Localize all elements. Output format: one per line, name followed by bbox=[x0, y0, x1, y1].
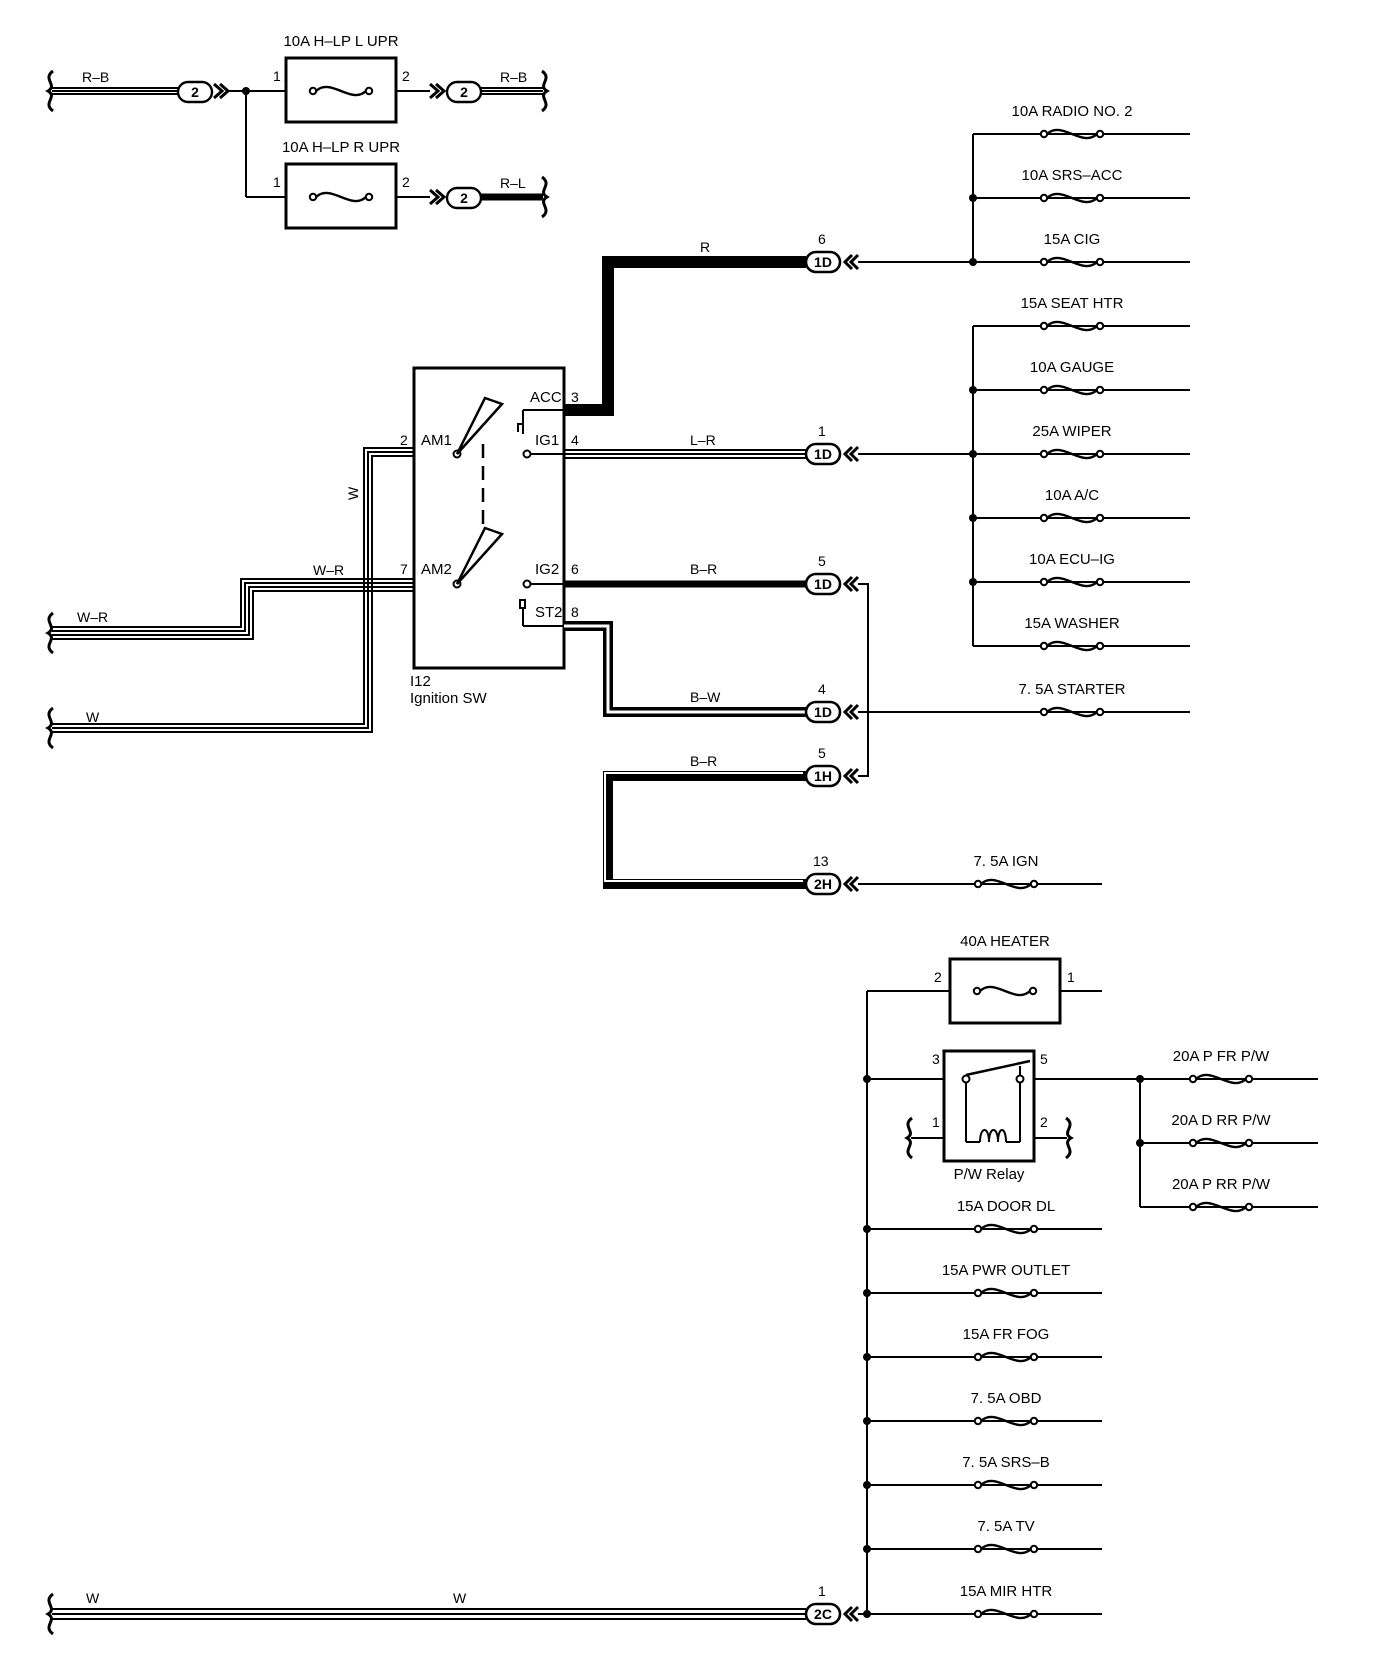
svg-text:AM2: AM2 bbox=[421, 561, 452, 578]
hlp-section: R–B 2 10A H–LP L UPR 1 2 2 R–B 10A H–LP … bbox=[46, 33, 549, 230]
svg-text:2: 2 bbox=[460, 190, 468, 206]
svg-text:3: 3 bbox=[571, 389, 579, 405]
svg-text:5: 5 bbox=[818, 745, 826, 761]
fuse-gauge-label: 10A GAUGE bbox=[1030, 359, 1114, 376]
connector-2c-1: 2C 1 bbox=[804, 1583, 860, 1626]
svg-text:1: 1 bbox=[818, 423, 826, 439]
svg-text:AM1: AM1 bbox=[421, 432, 452, 449]
svg-text:6: 6 bbox=[571, 561, 579, 577]
svg-text:4: 4 bbox=[818, 681, 826, 697]
svg-text:2: 2 bbox=[402, 68, 410, 84]
fuse-starter-label: 7. 5A STARTER bbox=[1019, 681, 1126, 698]
ignition-switch: I12 Ignition SW ACC IG1 IG2 ST2 AM1 AM2 … bbox=[400, 366, 579, 707]
connector-1d-6: 1D 6 bbox=[804, 231, 860, 274]
svg-text:7: 7 bbox=[400, 561, 408, 577]
svg-text:13: 13 bbox=[813, 853, 829, 869]
fuse-obd-label: 7. 5A OBD bbox=[971, 1390, 1042, 1407]
svg-text:2: 2 bbox=[400, 432, 408, 448]
wire-color-jumper: B–R bbox=[690, 753, 717, 769]
svg-text:2: 2 bbox=[934, 969, 942, 985]
svg-text:5: 5 bbox=[818, 553, 826, 569]
svg-text:IG2: IG2 bbox=[535, 561, 559, 578]
connector-1d-1: 1D 1 bbox=[804, 423, 860, 466]
fuse-tv-label: 7. 5A TV bbox=[977, 1518, 1034, 1535]
fuse-door-dl-label: 15A DOOR DL bbox=[957, 1198, 1055, 1215]
svg-text:1H: 1H bbox=[814, 768, 832, 784]
connectors: 1D 6 1D 1 1D 5 1D 4 1H 5 bbox=[804, 231, 860, 1626]
wire-color-st2: B–W bbox=[690, 689, 721, 705]
wire-color-hlp-out-l: R–B bbox=[500, 69, 527, 85]
connector-1d-4: 1D 4 bbox=[804, 681, 860, 724]
switch-name: Ignition SW bbox=[410, 690, 488, 707]
wire-color-ig2: B–R bbox=[690, 561, 717, 577]
connector-hlp-in: 2 bbox=[191, 84, 199, 100]
fuse-wiper-label: 25A WIPER bbox=[1032, 423, 1111, 440]
relay-label: P/W Relay bbox=[954, 1166, 1025, 1183]
fuse-heater-label: 40A HEATER bbox=[960, 933, 1050, 950]
fuse-ign-label: 7. 5A IGN bbox=[973, 853, 1038, 870]
svg-text:1D: 1D bbox=[814, 704, 832, 720]
svg-text:8: 8 bbox=[571, 604, 579, 620]
fuse-cig-label: 15A CIG bbox=[1044, 231, 1101, 248]
fuse-ac-label: 10A A/C bbox=[1045, 487, 1099, 504]
switch-output-wires: R L–R B–R B–W B–R bbox=[564, 239, 806, 889]
svg-text:1: 1 bbox=[818, 1583, 826, 1599]
wire-color-ig1: L–R bbox=[690, 432, 716, 448]
switch-id: I12 bbox=[410, 673, 431, 690]
fuse-ecu-ig-label: 10A ECU–IG bbox=[1029, 551, 1115, 568]
fuse-d-rr-pw-label: 20A D RR P/W bbox=[1171, 1112, 1271, 1129]
svg-text:IG1: IG1 bbox=[535, 432, 559, 449]
svg-text:2H: 2H bbox=[814, 876, 832, 892]
wire-color-am2-left: W–R bbox=[77, 609, 108, 625]
svg-text:2: 2 bbox=[1040, 1114, 1048, 1130]
svg-text:5: 5 bbox=[1040, 1051, 1048, 1067]
fuse-fr-fog-label: 15A FR FOG bbox=[963, 1326, 1050, 1343]
connector-2h-13: 2H 13 bbox=[804, 853, 860, 896]
fuse-srs-b-label: 7. 5A SRS–B bbox=[962, 1454, 1050, 1471]
switch-input-wires: W W W–R W–R bbox=[46, 447, 414, 750]
bottom-section: W W 40A HEATER 2 1 bbox=[46, 933, 1318, 1636]
svg-text:1D: 1D bbox=[814, 446, 832, 462]
svg-text:1D: 1D bbox=[814, 576, 832, 592]
fuse-p-fr-pw-label: 20A P FR P/W bbox=[1173, 1048, 1270, 1065]
svg-text:2: 2 bbox=[402, 174, 410, 190]
svg-text:2: 2 bbox=[460, 84, 468, 100]
svg-text:2C: 2C bbox=[814, 1606, 832, 1622]
svg-text:1: 1 bbox=[273, 174, 281, 190]
fuse-radio-label: 10A RADIO NO. 2 bbox=[1012, 103, 1133, 120]
svg-text:ST2: ST2 bbox=[535, 604, 563, 621]
fuse-seat-htr-label: 15A SEAT HTR bbox=[1021, 295, 1124, 312]
svg-text:3: 3 bbox=[932, 1051, 940, 1067]
svg-text:4: 4 bbox=[571, 432, 579, 448]
fuse-washer-label: 15A WASHER bbox=[1024, 615, 1119, 632]
svg-text:1D: 1D bbox=[814, 254, 832, 270]
svg-text:6: 6 bbox=[818, 231, 826, 247]
wire-color-bottom-left: W bbox=[86, 1590, 100, 1606]
fuse-mir-htr-label: 15A MIR HTR bbox=[960, 1583, 1053, 1600]
wire-color-hlp-out-r: R–L bbox=[500, 175, 526, 191]
svg-text:1: 1 bbox=[932, 1114, 940, 1130]
wire-color-am2-in: W–R bbox=[313, 562, 344, 578]
fuse-srs-acc-label: 10A SRS–ACC bbox=[1022, 167, 1123, 184]
fuse-hlp-l-upr-label: 10A H–LP L UPR bbox=[283, 33, 398, 50]
fuse-p-rr-pw-label: 20A P RR P/W bbox=[1172, 1176, 1271, 1193]
connector-1h-5: 1H 5 bbox=[804, 745, 860, 788]
wire-color-hlp-in: R–B bbox=[82, 69, 109, 85]
wire-color-bottom-mid: W bbox=[453, 1590, 467, 1606]
svg-text:ACC: ACC bbox=[530, 389, 562, 406]
fuse-pwr-outlet-label: 15A PWR OUTLET bbox=[942, 1262, 1070, 1279]
svg-text:1: 1 bbox=[1067, 969, 1075, 985]
svg-text:1: 1 bbox=[273, 68, 281, 84]
connector-1d-5: 1D 5 bbox=[804, 553, 860, 596]
wire-color-am1-left: W bbox=[86, 709, 100, 725]
fuse-hlp-r-upr-label: 10A H–LP R UPR bbox=[282, 139, 400, 156]
wire-color-am1-vertical: W bbox=[345, 486, 361, 500]
wire-color-acc: R bbox=[700, 239, 710, 255]
right-buses: 10A RADIO NO. 2 10A SRS–ACC 15A CIG 15A … bbox=[858, 103, 1190, 890]
